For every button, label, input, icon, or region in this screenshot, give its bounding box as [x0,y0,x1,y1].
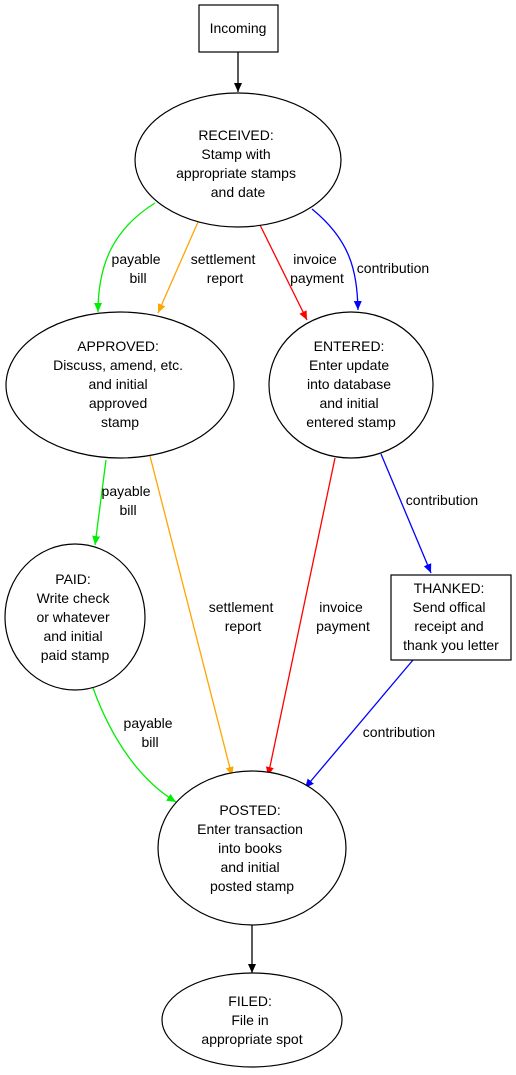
node-approved-line: Discuss, amend, etc. [53,357,183,373]
node-received-line: and date [211,184,266,200]
node-posted-line: and initial [220,859,279,875]
node-approved-ellipse [5,311,235,459]
node-posted-line: posted stamp [210,878,294,894]
node-approved-line: approved [89,395,147,411]
node-thanked-line: Send offical [413,599,486,615]
node-thanked-line: thank you letter [403,637,499,653]
edge-label-line: payment [316,618,370,634]
node-paid-line: paid stamp [41,647,110,663]
node-entered-title: ENTERED: [314,338,385,354]
edge-received-approved-settlement [157,221,199,314]
node-thanked-box [390,574,512,661]
edge-entered-thanked-contribution [380,453,432,574]
node-posted-line: into books [218,840,282,856]
node-approved-title: APPROVED: [77,338,159,354]
node-paid-line: Write check [37,590,111,606]
node-paid-label: PAID: Write check or whatever and initia… [36,571,113,663]
node-paid-title: PAID: [55,571,91,587]
edge-label-line: contribution [406,492,478,508]
node-incoming-label: Incoming [210,20,267,36]
edge-entered-posted-invoice [265,457,336,777]
edge-label-line: contribution [363,724,435,740]
node-posted-label: POSTED: Enter transaction into books and… [197,802,307,894]
edge-received-approved-payable [94,202,156,313]
edge-label-received-approved-payable: payable bill [112,251,165,286]
node-filed-label: FILED: File in appropriate spot [201,993,302,1047]
edge-label-approved-posted-settlement: settlement report [209,599,277,634]
node-entered-ellipse [268,311,434,459]
edge-label-paid-posted-payable: payable bill [124,715,177,750]
edge-label-received-approved-settlement: settlement report [191,251,259,286]
edge-label-line: invoice [293,251,337,267]
node-entered-line: and initial [319,395,378,411]
edge-approved-paid-payable [92,459,107,546]
node-received-line: appropriate stamps [176,165,296,181]
edge-label-line: payable [102,483,151,499]
node-entered-line: entered stamp [306,414,396,430]
node-thanked-label: THANKED: Send offical receipt and thank … [403,580,499,653]
edge-label-line: bill [119,502,136,518]
node-received-ellipse [134,92,342,228]
edge-label-line: payment [290,270,344,286]
node-received-label: RECEIVED: Stamp with appropriate stamps … [176,127,300,200]
node-posted-line: Enter transaction [197,821,303,837]
edge-paid-posted-payable [92,687,177,803]
node-thanked-title: THANKED: [414,580,485,596]
edge-label-line: report [207,270,244,286]
edge-label-approved-paid-payable: payable bill [102,483,155,518]
edge-label-line: bill [141,734,158,750]
node-paid-line: or whatever [36,609,109,625]
edge-label-line: payable [124,715,173,731]
node-entered-line: Enter update [309,357,389,373]
node-posted-ellipse [157,770,347,926]
node-filed-line: appropriate spot [201,1031,302,1047]
node-approved-line: stamp [101,414,139,430]
edge-approved-posted-settlement [149,455,234,777]
edge-label-entered-posted-invoice: invoice payment [316,599,370,634]
edge-label-line: settlement [209,599,274,615]
edge-received-entered-invoice [259,224,308,321]
node-approved-label: APPROVED: Discuss, amend, etc. and initi… [53,338,187,430]
node-approved-line: and initial [88,376,147,392]
node-incoming-line: Incoming [210,20,267,36]
edge-label-received-entered-contribution: contribution [357,260,429,276]
edge-label-line: bill [129,270,146,286]
node-paid-ellipse [4,543,146,691]
node-filed-ellipse [161,972,343,1068]
node-entered-line: into database [307,376,391,392]
edge-received-entered-contribution [311,208,362,311]
node-entered-label: ENTERED: Enter update into database and … [306,338,396,430]
edge-label-line: contribution [357,260,429,276]
node-incoming-box [198,4,279,53]
node-received-line: Stamp with [201,146,270,162]
edge-label-received-entered-invoice: invoice payment [290,251,344,286]
edge-label-line: settlement [191,251,256,267]
node-thanked-line: receipt and [414,618,483,634]
edge-label-line: invoice [319,599,363,615]
edge-label-line: report [225,618,262,634]
edge-label-entered-thanked-contribution: contribution [406,492,478,508]
node-filed-title: FILED: [228,993,272,1009]
edge-label-line: payable [112,251,161,267]
node-paid-line: and initial [43,628,102,644]
node-received-title: RECEIVED: [198,127,273,143]
node-posted-title: POSTED: [219,802,280,818]
edge-label-thanked-posted-contribution: contribution [363,724,435,740]
node-filed-line: File in [231,1012,268,1028]
edge-thanked-posted-contribution [304,659,414,789]
